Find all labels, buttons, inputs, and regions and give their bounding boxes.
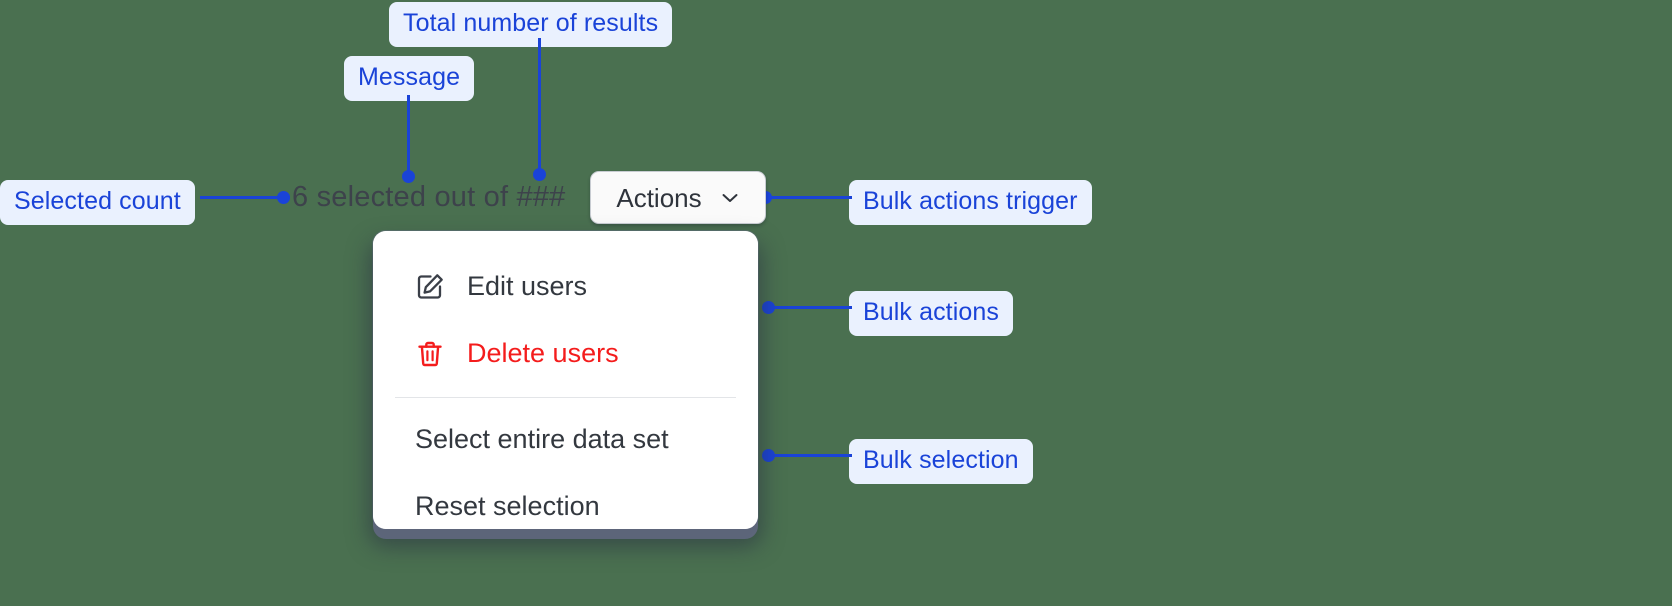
annotation-selected-count: Selected count bbox=[0, 180, 195, 225]
annotation-label: Selected count bbox=[14, 187, 181, 215]
bulk-actions-trigger-button[interactable]: Actions bbox=[590, 171, 766, 224]
annotation-bulk-selection: Bulk selection bbox=[849, 439, 1033, 484]
bulk-actions-menu-list: Edit users Delete users Select entire da… bbox=[373, 231, 758, 529]
annotation-bulk-actions: Bulk actions bbox=[849, 291, 1013, 336]
menu-separator bbox=[395, 397, 736, 398]
annotation-label: Bulk actions bbox=[863, 298, 999, 326]
selection-count-message: 6 selected out of ### bbox=[292, 181, 566, 213]
chevron-down-icon bbox=[720, 188, 740, 208]
connector-line-bulk-actions-trigger bbox=[768, 196, 852, 199]
annotation-label: Bulk selection bbox=[863, 446, 1019, 474]
connector-dot-message bbox=[402, 170, 415, 183]
annotation-total-number-of-results: Total number of results bbox=[389, 2, 673, 47]
connector-line-message bbox=[407, 95, 410, 175]
annotation-label: Message bbox=[358, 63, 461, 91]
connector-line-bulk-actions bbox=[768, 306, 852, 309]
annotation-bulk-actions-trigger: Bulk actions trigger bbox=[849, 180, 1092, 225]
trash-icon bbox=[415, 339, 445, 369]
menu-item-delete-users[interactable]: Delete users bbox=[373, 320, 758, 387]
connector-line-selected-count bbox=[200, 196, 290, 199]
edit-pencil-square-icon bbox=[415, 272, 445, 302]
bulk-actions-menu: Edit users Delete users Select entire da… bbox=[373, 231, 758, 529]
menu-item-edit-users[interactable]: Edit users bbox=[373, 253, 758, 320]
menu-item-label: Reset selection bbox=[415, 491, 600, 521]
connector-dot-bulk-selection bbox=[762, 449, 775, 462]
connector-dot-total-number-of-results bbox=[533, 168, 546, 181]
menu-item-label: Edit users bbox=[467, 271, 588, 301]
menu-item-label: Select entire data set bbox=[415, 424, 669, 454]
connector-dot-bulk-actions bbox=[762, 301, 775, 314]
annotation-label: Bulk actions trigger bbox=[863, 187, 1078, 215]
bulk-actions-trigger-label: Actions bbox=[616, 182, 702, 213]
annotation-label: Total number of results bbox=[403, 9, 659, 37]
connector-dot-selected-count bbox=[277, 191, 290, 204]
connector-line-bulk-selection bbox=[768, 454, 852, 457]
menu-item-reset-selection[interactable]: Reset selection bbox=[373, 473, 758, 529]
connector-line-total-number-of-results bbox=[538, 38, 541, 174]
menu-item-select-entire-data-set[interactable]: Select entire data set bbox=[373, 406, 758, 473]
annotation-message: Message bbox=[344, 56, 475, 101]
menu-item-label: Delete users bbox=[467, 338, 619, 368]
